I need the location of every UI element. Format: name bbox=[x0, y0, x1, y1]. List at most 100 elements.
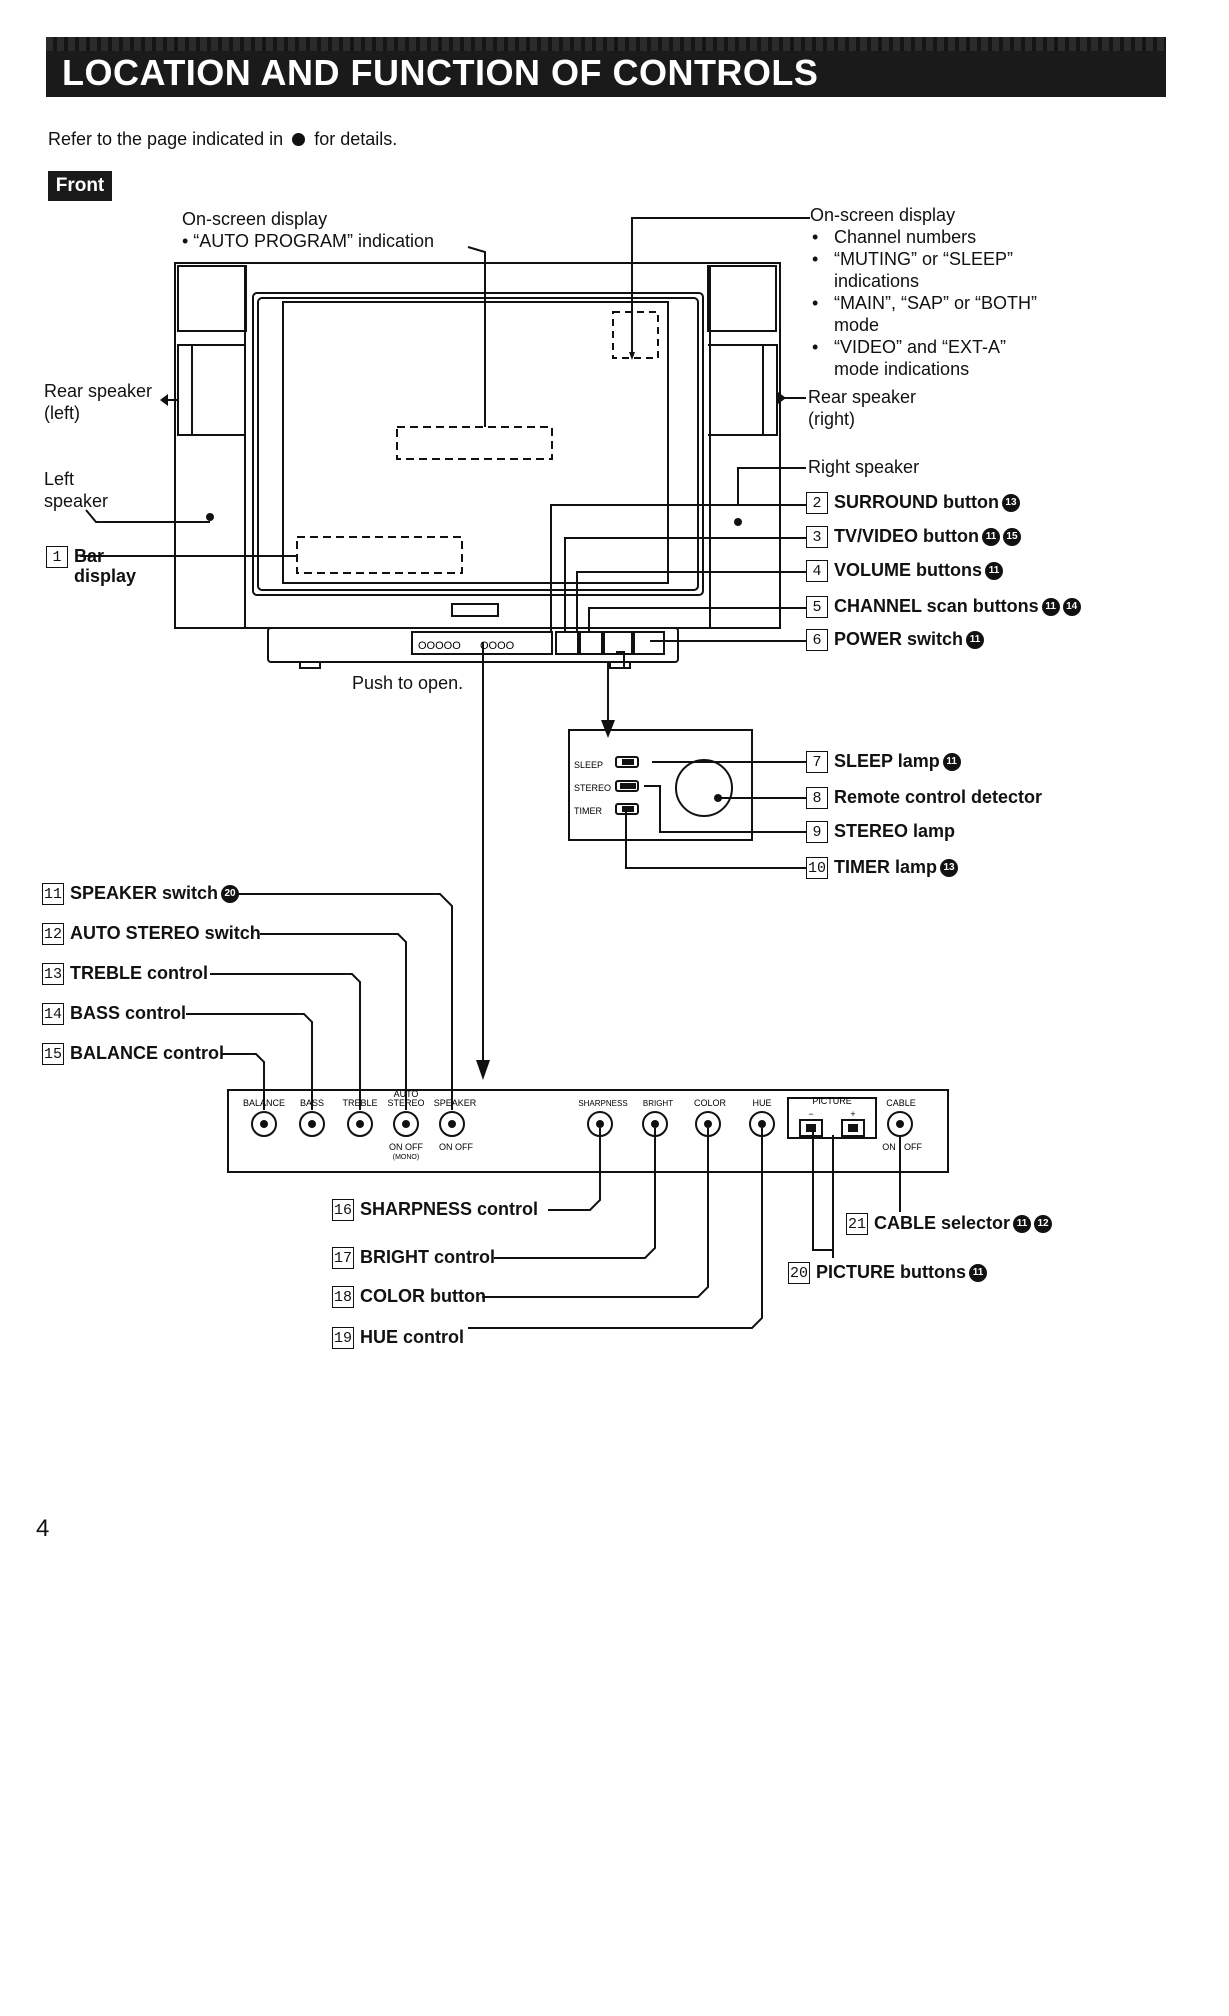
lamp-label-sleep: SLEEP bbox=[574, 760, 603, 770]
right-speaker-label: Right speaker bbox=[808, 457, 920, 477]
osd-right-item: •“MAIN”, “SAP” or “BOTH” mode bbox=[812, 293, 1037, 335]
panel-label-cable: CABLE bbox=[886, 1098, 916, 1108]
osd-right-item: •Channel numbers bbox=[812, 227, 977, 247]
tv-screen-outer bbox=[252, 292, 704, 596]
speaker-knob bbox=[439, 1111, 465, 1137]
intro-before: Refer to the page indicated in bbox=[48, 129, 284, 149]
osd-right-item: •“MUTING” or “SLEEP” indications bbox=[812, 249, 1014, 291]
panel-label-stereo: STEREO bbox=[387, 1098, 424, 1108]
cabinet-right-top bbox=[707, 265, 777, 332]
lamp-panel bbox=[568, 729, 753, 841]
panel-label-plus: + bbox=[850, 1109, 855, 1119]
panel-label-hue: HUE bbox=[752, 1098, 771, 1108]
page-number: 4 bbox=[36, 1515, 50, 1542]
control-strip bbox=[267, 627, 679, 663]
osd-right-item: •“VIDEO” and “EXT-A” mode indications bbox=[812, 337, 1007, 379]
bright-knob bbox=[642, 1111, 668, 1137]
osd-box-right bbox=[612, 311, 659, 359]
strip-digits-right: OOOO bbox=[480, 640, 515, 652]
timer-lamp-icon bbox=[615, 803, 639, 815]
rear-speaker-left-sub: (left) bbox=[44, 403, 80, 423]
rear-speaker-right-sub: (right) bbox=[808, 409, 856, 429]
tv-cabinet bbox=[174, 262, 781, 629]
osd-left-item: • “AUTO PROGRAM” indication bbox=[182, 231, 435, 251]
picture-plus-button bbox=[841, 1119, 865, 1137]
panel-label-on: ON bbox=[882, 1142, 896, 1152]
panel-label-on-off-2: ON OFF bbox=[439, 1142, 473, 1152]
remote-detector-icon bbox=[675, 759, 733, 817]
sleep-lamp-icon bbox=[615, 756, 639, 768]
tv-screen bbox=[282, 301, 669, 584]
cable-knob bbox=[887, 1111, 913, 1137]
rear-speaker-right-label: Rear speaker bbox=[808, 387, 917, 407]
page-title: LOCATION AND FUNCTION OF CONTROLS bbox=[62, 52, 819, 93]
panel-label-mono: (MONO) bbox=[393, 1154, 419, 1161]
treble-knob bbox=[347, 1111, 373, 1137]
panel-label-off: OFF bbox=[904, 1142, 922, 1152]
rear-speaker-left-grille bbox=[177, 344, 193, 436]
bullet-icon bbox=[292, 133, 306, 146]
push-to-open-label: Push to open. bbox=[352, 673, 464, 693]
panel-label-on-off-1: ON OFF bbox=[389, 1142, 423, 1152]
bottom-control-panel bbox=[227, 1089, 949, 1173]
lamp-label-timer: TIMER bbox=[574, 806, 602, 816]
front-section-badge: Front bbox=[48, 171, 112, 201]
panel-label-minus: − bbox=[808, 1109, 813, 1119]
arrow-to-bottom-panel bbox=[476, 1060, 490, 1080]
auto-stereo-knob bbox=[393, 1111, 419, 1137]
panel-label-sharpness: SHARPNESS bbox=[578, 1099, 627, 1108]
rear-speaker-right-grille bbox=[762, 344, 778, 436]
strip-digits-left: OOOOO bbox=[418, 640, 461, 652]
osd-right-title: On-screen display bbox=[810, 205, 956, 225]
tv-logo-slot bbox=[451, 603, 499, 617]
left-speaker-label-1: Left bbox=[44, 469, 75, 489]
hue-knob bbox=[749, 1111, 775, 1137]
lamp-label-stereo: STEREO bbox=[574, 783, 611, 793]
osd-right-list: •Channel numbers •“MUTING” or “SLEEP” in… bbox=[812, 226, 1052, 380]
panel-label-bright: BRIGHT bbox=[643, 1099, 673, 1108]
bass-knob bbox=[299, 1111, 325, 1137]
picture-minus-button bbox=[799, 1119, 823, 1137]
panel-label-balance: BALANCE bbox=[243, 1098, 285, 1108]
panel-label-picture: PICTURE bbox=[812, 1096, 852, 1106]
osd-left-title: On-screen display bbox=[182, 209, 328, 229]
panel-label-speaker: SPEAKER bbox=[434, 1098, 477, 1108]
arrow-to-lamp-panel bbox=[601, 720, 615, 738]
title-bar bbox=[46, 37, 1166, 97]
cabinet-left-top bbox=[177, 265, 247, 332]
panel-label-color: COLOR bbox=[694, 1098, 727, 1108]
left-speaker-label-2: speaker bbox=[44, 491, 109, 511]
color-knob bbox=[695, 1111, 721, 1137]
intro-after: for details. bbox=[314, 129, 398, 149]
osd-box-auto-program bbox=[396, 426, 553, 460]
sharpness-knob bbox=[587, 1111, 613, 1137]
intro-text: Refer to the page indicated in for detai… bbox=[48, 129, 397, 150]
control-1-bar-display-line2: display bbox=[74, 566, 137, 586]
panel-label-auto: AUTO bbox=[394, 1089, 419, 1099]
bar-display-box bbox=[296, 536, 463, 574]
balance-knob bbox=[251, 1111, 277, 1137]
rear-speaker-left-label: Rear speaker bbox=[44, 381, 153, 401]
tv-screen-bezel bbox=[257, 297, 699, 591]
stereo-lamp-icon bbox=[615, 780, 639, 792]
panel-label-treble: TREBLE bbox=[342, 1098, 377, 1108]
